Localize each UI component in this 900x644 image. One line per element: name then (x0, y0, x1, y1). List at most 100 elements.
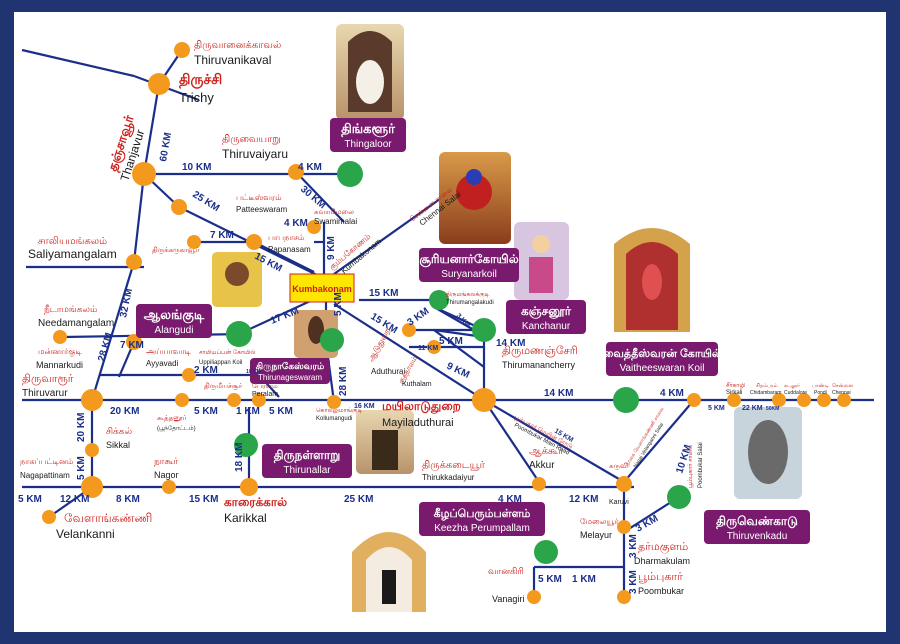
temple-label-keezha[interactable]: கீழப்பெரும்பள்ளம் Keezha Perumpallam (419, 502, 545, 536)
label-needamangalam-en: Needamangalam (38, 318, 114, 329)
town-dot-thiruvaiyaru[interactable] (288, 164, 304, 180)
town-dot-cuddalore[interactable] (797, 393, 811, 407)
town-dot-kollumangudi[interactable] (327, 395, 341, 409)
dist-junction-sirkali: 5 KM (708, 405, 725, 412)
town-dot-sirkali-junction[interactable] (687, 393, 701, 407)
shrine-vaitheeswaran-image (614, 228, 690, 332)
town-dot-thirukkarugavur[interactable] (187, 235, 201, 249)
temple-label-suryanarkoil[interactable]: சூரியனார்கோயில் Suryanarkoil (419, 248, 519, 282)
town-dot-trichy[interactable] (148, 73, 170, 95)
town-dot-sirkali[interactable] (727, 393, 741, 407)
town-dot-melayur[interactable] (617, 520, 631, 534)
temple-dot-suryanarkoil[interactable] (429, 290, 449, 310)
label-chidambaram-ta: சிதம்பரம் (756, 383, 778, 389)
label-velankanni-ta: வேளாங்கண்ணி (64, 511, 152, 525)
dist-melayur-dharmakulam: 3 KM (628, 534, 639, 558)
label-nagapattinam-ta: நாகப்பட்டினம் (20, 457, 73, 466)
dist-nagapattinam-velankanni: 12 KM (60, 494, 89, 505)
label-poombukar-salai-en: Poombukar Salai (698, 442, 704, 488)
town-dot-akkur[interactable] (532, 477, 546, 491)
label-thirumangalakudi-ta: திருமங்கலக்குடி (446, 292, 490, 299)
temple-dot-thiruvenkadu[interactable] (667, 485, 691, 509)
town-dot-thiruvanaikaval[interactable] (174, 42, 190, 58)
temple-dot-kanchanur[interactable] (472, 318, 496, 342)
town-dot-papanasam[interactable] (246, 234, 262, 250)
temple-label-thirunallar[interactable]: திருநள்ளாறு Thirunallar (262, 444, 352, 478)
town-dot-needamangalam[interactable] (126, 334, 142, 350)
label-chennai-ta: சென்னை (832, 383, 853, 389)
label-kollumangudi-ta: கொல்லுமாங்குடி (316, 407, 362, 415)
label-vanagiri-ta: வானகிரி (488, 566, 524, 576)
town-dot-koothanur[interactable] (175, 393, 189, 407)
label-karuvi-ta: கருவி (609, 463, 628, 470)
temple-dot-vaitheeswaran[interactable] (613, 387, 639, 413)
dist-nagapattinam-nagor: 8 KM (116, 494, 140, 505)
dist-peralam-kollumangudi: 5 KM (269, 406, 293, 417)
town-dot-nagor[interactable] (162, 480, 176, 494)
shrine-thirunallar-image (356, 410, 414, 474)
town-dot-peralam[interactable] (252, 393, 266, 407)
town-dot-nagapattinam[interactable] (81, 476, 103, 498)
town-dot-chidambaram[interactable] (772, 393, 786, 407)
temple-dot-alangudi[interactable] (226, 321, 252, 347)
temple-dot-thirunallar[interactable] (234, 433, 258, 457)
town-dot-junction[interactable] (171, 199, 187, 215)
temple-label-thiruvenkadu[interactable]: திருவெண்காடு Thiruvenkadu (704, 510, 810, 544)
temple-label-thirunageswaram[interactable]: திருநாகேஸ்வரம் Thirunageswaram (250, 358, 330, 384)
town-dot-aduthurai[interactable] (402, 323, 416, 337)
shrine-thiruvenkadu-image (734, 407, 802, 499)
svg-text:திருநள்ளாறு: திருநள்ளாறு (274, 448, 341, 463)
town-dot-kuthalam[interactable] (427, 340, 441, 354)
label-thiruvarur-ta: திருவாரூர் (22, 373, 74, 385)
town-dot-thiruvarur[interactable] (81, 389, 103, 411)
dist-nagapattinam-west: 5 KM (18, 494, 42, 505)
label-uppiliappan-en: Uppiliappan Koil (199, 360, 242, 366)
town-dot-sikkal[interactable] (85, 443, 99, 457)
svg-text:Vaitheeswaran Koil: Vaitheeswaran Koil (620, 363, 705, 374)
temple-dot-keezha[interactable] (534, 540, 558, 564)
town-dot-velankanni[interactable] (42, 510, 56, 524)
label-velankanni-en: Velankanni (56, 527, 115, 541)
label-karaikal-en: Karikkal (224, 511, 267, 525)
label-sikkal-en: Sikkal (106, 440, 130, 450)
label-thiruvaiyaru-en: Thiruvaiyaru (222, 147, 288, 161)
temple-dot-thingaloor[interactable] (337, 161, 363, 187)
town-dot-thanjavur[interactable] (132, 162, 156, 186)
center-label: Kumbakonam (292, 284, 352, 294)
town-dot-saliyamangalam[interactable] (126, 254, 142, 270)
label-koothanur-ta: கூத்தனூர் (157, 415, 187, 422)
label-melayur-en: Melayur (580, 530, 612, 540)
town-dot-thirumeeyachur[interactable] (227, 393, 241, 407)
town-dot-karuvi[interactable] (616, 476, 632, 492)
town-dot-vanagiri[interactable] (527, 590, 541, 604)
town-dot-ayyavadi[interactable] (182, 368, 196, 382)
temple-dot-thirunageswaram[interactable] (320, 328, 344, 352)
label-koothanur-en: (பூந்தோட்டம்) (157, 425, 196, 432)
label-ayyavadi-ta: அய்யாவாடி (146, 347, 192, 356)
temple-label-thingaloor[interactable]: திங்களூர் Thingaloor (330, 118, 406, 152)
shrine-keezha-image (352, 532, 426, 612)
svg-text:Kanchanur: Kanchanur (522, 321, 571, 332)
temple-label-alangudi[interactable]: ஆலங்குடி Alangudi (136, 304, 212, 338)
dist-aduthurai-kuthalam: 11 KM (418, 345, 438, 352)
label-mayiladuthurai-ta: மயிலாடுதுறை (382, 399, 461, 414)
svg-text:Suryanarkoil: Suryanarkoil (441, 269, 497, 280)
label-uppiliappan-ta: சாமியப்பன் கோயில் (199, 349, 255, 356)
dist-thanjavur-papanasam: 25 KM (190, 189, 221, 214)
temple-label-vaitheeswaran[interactable]: வைத்தீஸ்வரன் கோயில் Vaitheeswaran Koil (603, 342, 721, 376)
label-mannarkudi-ta: மன்னார்குடி (38, 347, 82, 357)
town-dot-poombukar[interactable] (617, 590, 631, 604)
dist-chidambaram-cuddalore: 50KM (766, 406, 779, 412)
town-dot-chennai[interactable] (837, 393, 851, 407)
dist-thiruvaiyaru-kumbakonam: 30 KM (298, 184, 328, 211)
town-dot-mayiladuthurai[interactable] (472, 388, 496, 412)
dist-thirukkadaiyur-akkur: 4 KM (498, 494, 522, 505)
town-dot-mannarkudi[interactable] (53, 330, 67, 344)
kumbakonam-center[interactable]: Kumbakonam (289, 273, 355, 303)
town-dot-swamimalai[interactable] (307, 220, 321, 234)
temple-label-kanchanur[interactable]: கஞ்சனூர் Kanchanur (506, 300, 586, 334)
town-dot-karaikal[interactable] (240, 478, 258, 496)
dist-karaikal-thirunallar: 18 KM (234, 443, 245, 472)
town-dot-pondi[interactable] (817, 393, 831, 407)
label-patteeswaram-en: Patteeswaram (236, 205, 287, 214)
